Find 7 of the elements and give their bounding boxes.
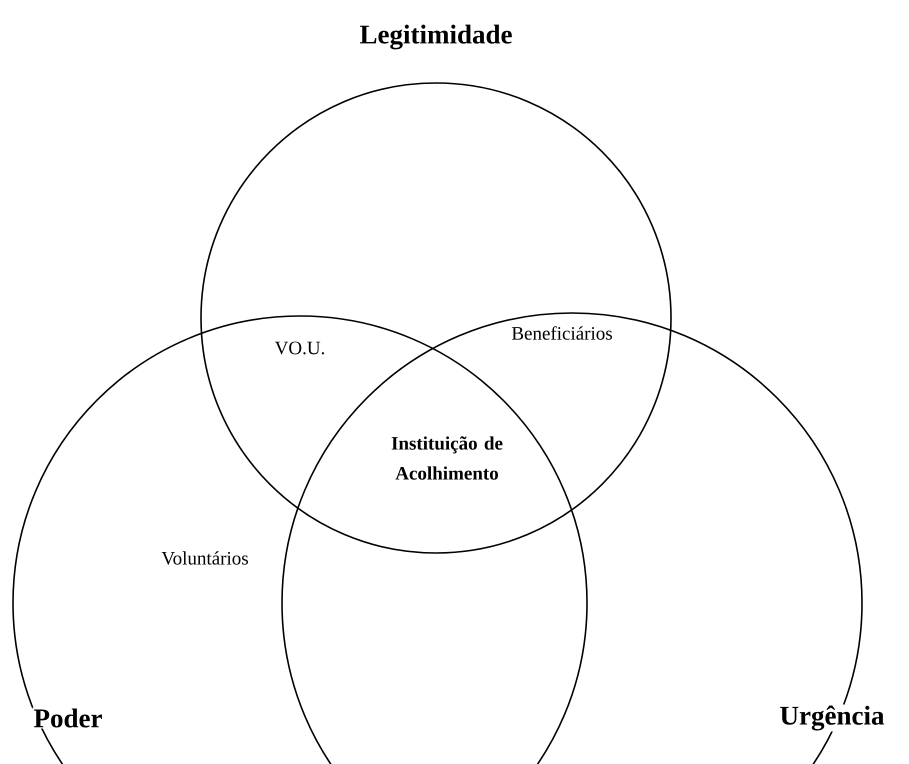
circle-heading: Urgência (778, 704, 886, 732)
region-label: Beneficiários (512, 326, 612, 340)
circle-heading: Legitimidade (358, 24, 514, 50)
region-label: Instituição de Acolhimento (392, 436, 502, 480)
region-label: VO.U. (274, 342, 324, 354)
circle-heading: Poder (32, 708, 104, 728)
region-label: Voluntários (162, 551, 248, 565)
